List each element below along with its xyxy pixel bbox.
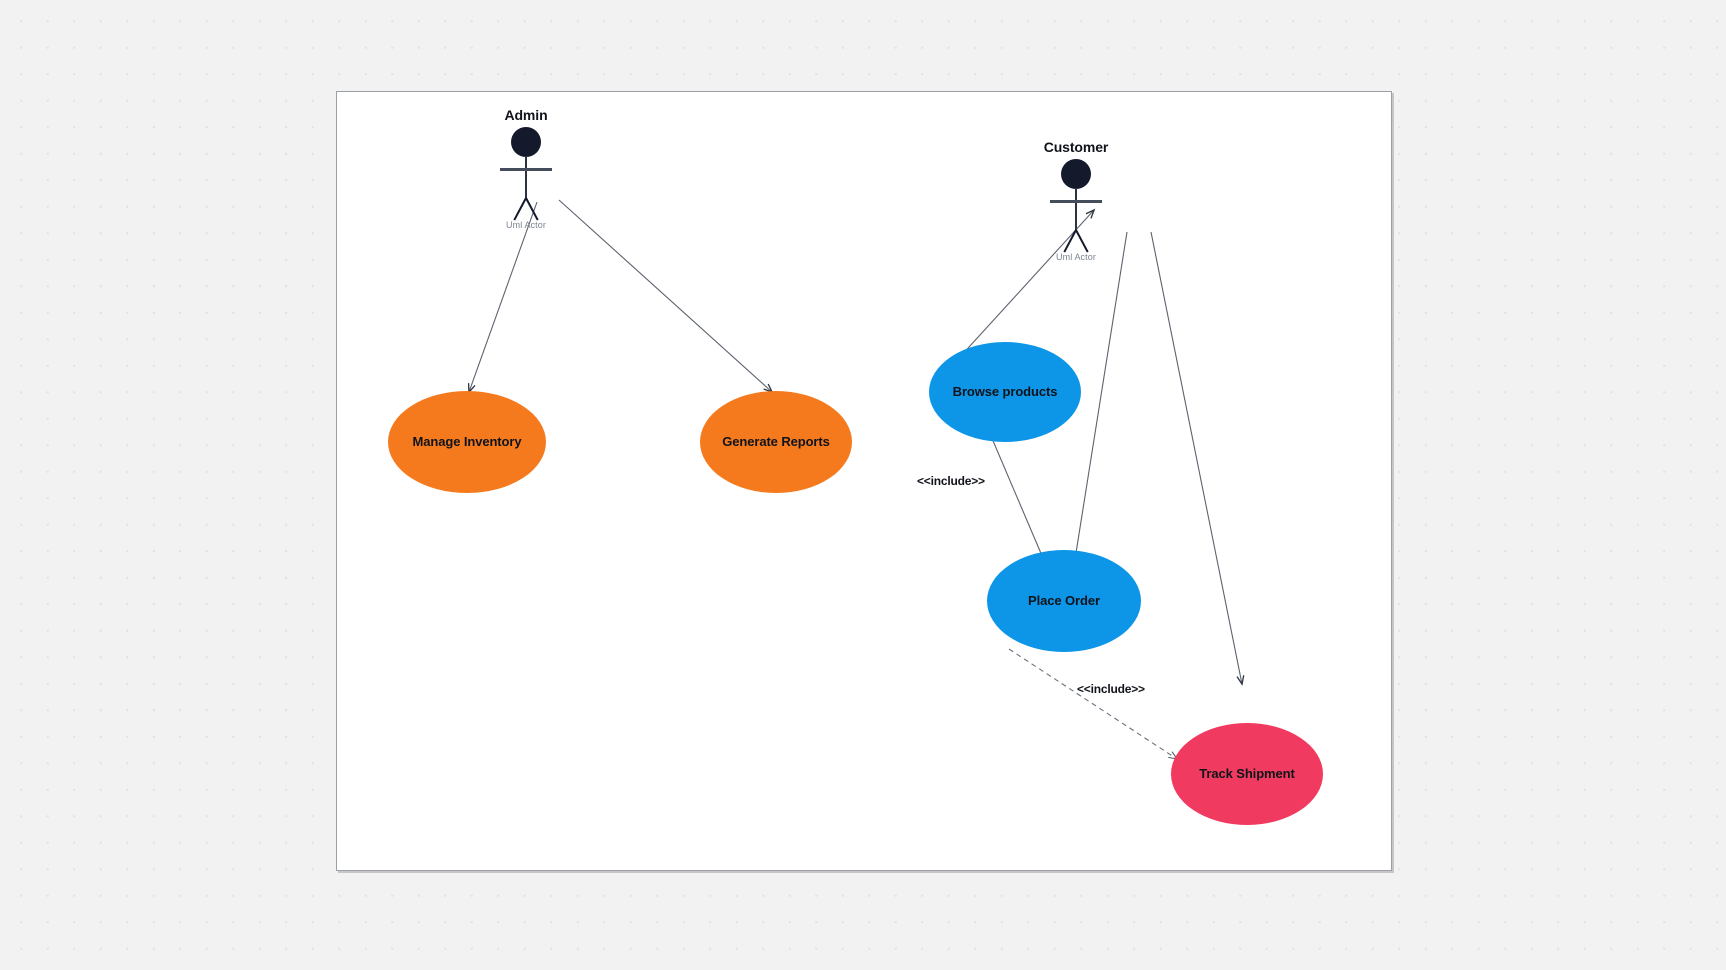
actor-stereotype: Uml Actor [506, 220, 546, 230]
actor-body-line [1075, 188, 1077, 232]
actor-leg-right [525, 197, 539, 221]
use-case-label: Track Shipment [1199, 765, 1295, 781]
diagram-sheet[interactable]: Manage Inventory Generate Reports Browse… [336, 91, 1392, 871]
actor-arms-line [1050, 200, 1102, 203]
use-case-label: Place Order [1028, 592, 1100, 608]
actor-customer[interactable]: Customer Uml Actor [1016, 139, 1136, 262]
actor-head-icon [511, 127, 541, 157]
actor-name: Admin [504, 107, 548, 123]
actor-arms-line [500, 168, 552, 171]
actor-stereotype: Uml Actor [1056, 252, 1096, 262]
use-case-label: Manage Inventory [412, 433, 522, 449]
edge-admin-generate-reports[interactable] [558, 199, 772, 392]
actor-admin[interactable]: Admin Uml Actor [466, 107, 586, 230]
relation-label-include-browse-place: <<include>> [917, 474, 985, 488]
edge-place-order-include-track-shipment[interactable] [1008, 648, 1179, 760]
use-case-track-shipment[interactable]: Track Shipment [1171, 723, 1323, 825]
use-case-manage-inventory[interactable]: Manage Inventory [388, 391, 546, 493]
actor-body-line [525, 156, 527, 200]
edge-customer-place-order[interactable] [1069, 231, 1128, 597]
actor-leg-right [1075, 229, 1089, 253]
connector-layer [337, 199, 1393, 760]
use-case-browse-products[interactable]: Browse products [929, 342, 1081, 442]
edge-customer-track-shipment[interactable] [1150, 231, 1242, 684]
use-case-label: Browse products [952, 383, 1058, 399]
actor-leg-left [1063, 229, 1077, 253]
use-case-generate-reports[interactable]: Generate Reports [700, 391, 852, 493]
edge-admin-manage-inventory[interactable] [469, 201, 538, 392]
use-case-place-order[interactable]: Place Order [987, 550, 1141, 652]
actor-name: Customer [1043, 139, 1109, 155]
use-case-label: Generate Reports [722, 433, 830, 449]
actor-figure [1016, 159, 1136, 253]
relation-label-include-place-track: <<include>> [1077, 682, 1145, 696]
actor-figure [466, 127, 586, 221]
actor-leg-left [513, 197, 527, 221]
actor-head-icon [1061, 159, 1091, 189]
